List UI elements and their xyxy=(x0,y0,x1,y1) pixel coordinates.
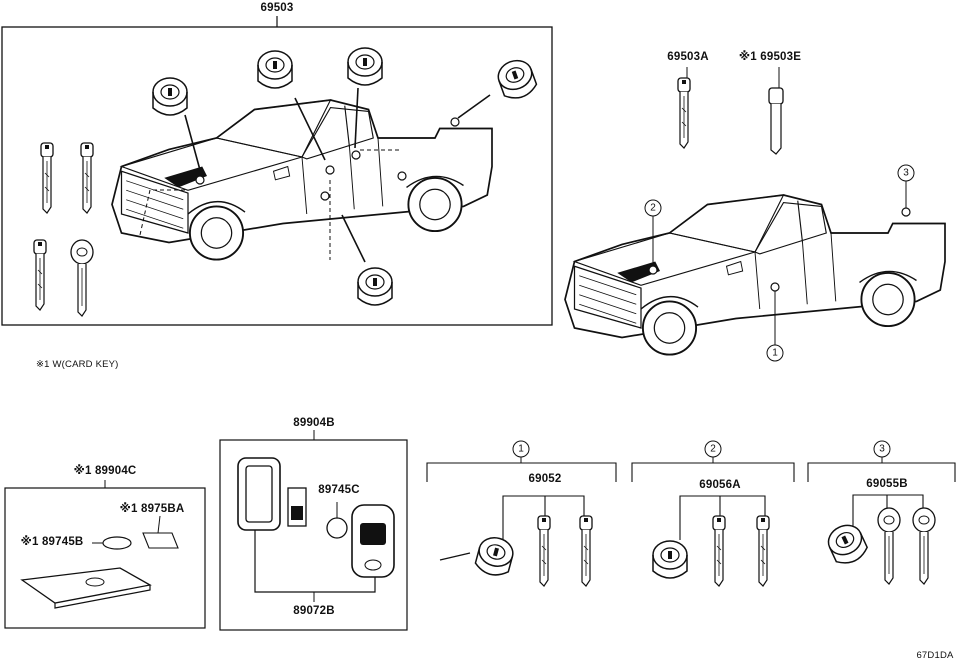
label-battery: 89745C xyxy=(318,484,360,496)
label-main-assembly: 69503 xyxy=(260,2,294,14)
label-ignition-set: 69052 xyxy=(528,473,562,485)
label-key-blank: 69503A xyxy=(667,51,709,63)
door-lock-cylinder-left xyxy=(152,77,188,116)
ignition-cylinder-set1 xyxy=(472,533,517,580)
callout-1-truck: 1 xyxy=(766,344,784,362)
remote-case-back xyxy=(237,457,281,531)
card-key-blank-69503e xyxy=(768,87,784,155)
key-bottom-left-1 xyxy=(33,239,47,311)
key-set3-2 xyxy=(912,507,936,585)
callout-2-truck: 2 xyxy=(644,199,662,217)
lock-cylinder-set3 xyxy=(822,519,871,569)
key-set1-2 xyxy=(579,515,593,587)
truck-illustration-right xyxy=(564,194,946,356)
key-set2-2 xyxy=(756,515,770,587)
remote-circuit-board xyxy=(287,487,307,527)
label-card-key-assy: ※1 89904C xyxy=(73,465,137,477)
pointer-arrows xyxy=(184,87,491,263)
label-door-set: 69056A xyxy=(699,479,741,491)
key-bottom-left-2 xyxy=(70,239,94,317)
callout-3-set: 3 xyxy=(873,440,891,458)
label-transmitter-case: 89072B xyxy=(293,605,335,617)
label-card-plate: ※1 8975BA xyxy=(119,503,185,515)
card-battery-shape xyxy=(102,536,132,550)
door-cylinder-set2 xyxy=(652,540,688,579)
label-card-key-blank: ※1 69503E xyxy=(738,51,802,63)
tailgate-lock-cylinder xyxy=(493,55,540,104)
door-lock-cylinder-center xyxy=(257,50,293,89)
battery-coin xyxy=(326,517,348,539)
label-remote-assy: 89904B xyxy=(293,417,335,429)
label-card-battery: ※1 89745B xyxy=(20,536,84,548)
key-set3-1 xyxy=(877,507,901,585)
remote-front-cover xyxy=(351,504,395,578)
ignition-cylinder xyxy=(357,267,393,306)
card-key-shape xyxy=(20,567,152,604)
door-lock-cylinder-right xyxy=(347,47,383,86)
key-top-left-2 xyxy=(80,142,94,214)
truck-illustration-main xyxy=(111,99,493,261)
callout-3-truck: 3 xyxy=(897,164,915,182)
diagram-code: 67D1DA xyxy=(916,650,954,661)
callout-1-set: 1 xyxy=(512,440,530,458)
key-set2-1 xyxy=(712,515,726,587)
card-key-note: ※1 W(CARD KEY) xyxy=(36,359,119,370)
card-plate-shape xyxy=(142,532,179,549)
key-set1-1 xyxy=(537,515,551,587)
label-lock-set: 69055B xyxy=(866,478,908,490)
callout-2-set: 2 xyxy=(704,440,722,458)
key-top-left-1 xyxy=(40,142,54,214)
key-blank-69503a xyxy=(677,77,691,149)
